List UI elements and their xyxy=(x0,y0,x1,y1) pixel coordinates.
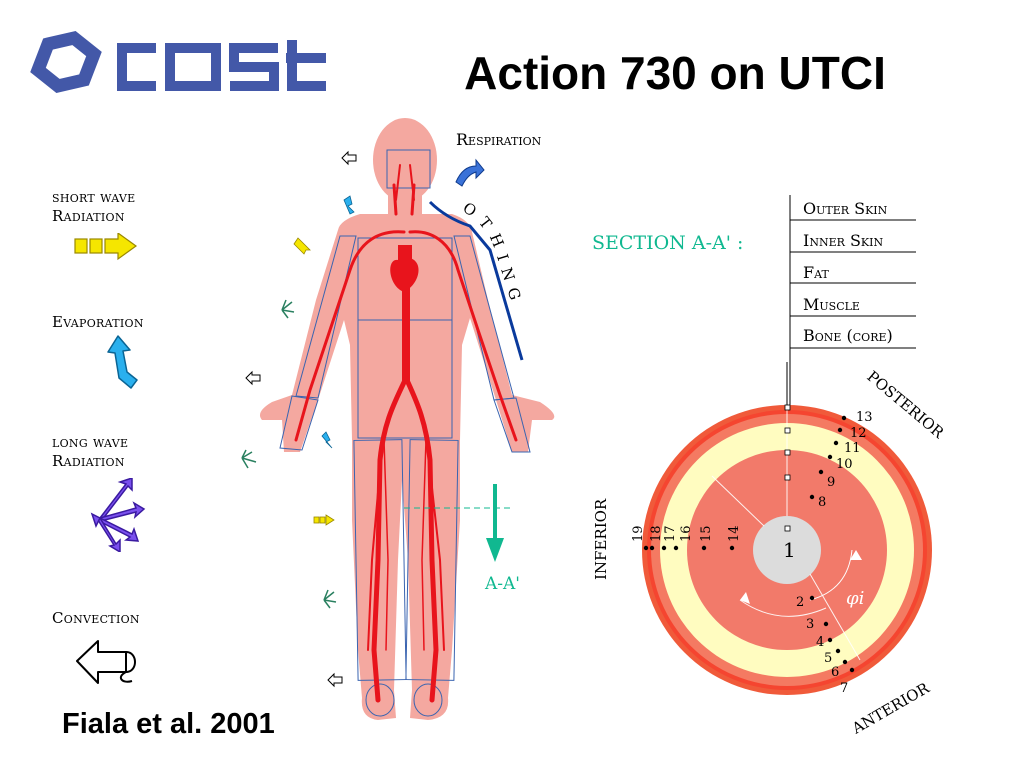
cross-section-diagram: 1 2 3 4 5 6 7 8 9 10 11 12 13 14 15 16 1… xyxy=(592,362,948,738)
layer-muscle: Muscle xyxy=(803,295,860,314)
evaporation-arrow-icon xyxy=(107,335,138,389)
svg-text:18: 18 xyxy=(649,525,664,542)
convection-label: Convection xyxy=(52,609,140,627)
inferior-label: INFERIOR xyxy=(592,498,610,580)
respiration-label: Respiration xyxy=(456,130,542,149)
angle-arrows xyxy=(740,550,862,604)
page-title: Action 730 on UTCI xyxy=(464,47,886,99)
svg-text:12: 12 xyxy=(850,426,867,441)
svg-text:13: 13 xyxy=(856,410,873,425)
cost-logo xyxy=(30,30,326,94)
posterior-label: POSTERIOR xyxy=(863,367,947,442)
citation: Fiala et al. 2001 xyxy=(62,708,275,740)
section-arrow-icon xyxy=(486,484,504,562)
svg-text:9: 9 xyxy=(827,475,835,490)
small-evaporation-icons xyxy=(321,195,355,449)
svg-text:15: 15 xyxy=(699,525,714,542)
sensor-points xyxy=(643,415,855,673)
svg-text:8: 8 xyxy=(818,495,826,510)
svg-text:10: 10 xyxy=(836,457,853,472)
svg-text:11: 11 xyxy=(844,441,861,456)
clothing-outline xyxy=(428,200,524,361)
bone-core xyxy=(753,516,821,584)
layer-inner-skin: Inner Skin xyxy=(803,231,884,250)
human-body-figure xyxy=(241,118,555,720)
layer-markers xyxy=(784,404,791,532)
svg-text:3: 3 xyxy=(806,617,814,632)
svg-text:6: 6 xyxy=(831,665,839,680)
section-title: SECTION A-A' : xyxy=(592,232,744,254)
angle-symbol: φi xyxy=(846,588,864,609)
svg-text:4: 4 xyxy=(816,635,824,650)
convection-arrow-icon xyxy=(76,640,136,684)
svg-text:19: 19 xyxy=(631,525,646,542)
core-number: 1 xyxy=(783,538,796,562)
svg-text:7: 7 xyxy=(840,681,848,696)
layer-table-lines xyxy=(789,195,916,415)
long-wave-arrows-icon xyxy=(90,478,146,552)
respiration-arrow-icon xyxy=(455,158,485,187)
svg-text:2: 2 xyxy=(796,595,804,610)
layer-outer-skin: Outer Skin xyxy=(803,199,888,218)
short-wave-arrow-icon xyxy=(74,233,138,261)
evaporation-label: Evaporation xyxy=(52,313,144,331)
section-marker-label: A-A' xyxy=(485,574,520,594)
logo-wordmark xyxy=(117,40,326,91)
anterior-label: ANTERIOR xyxy=(848,679,933,738)
svg-text:17: 17 xyxy=(663,525,678,542)
svg-text:CLOTHING: CLOTHING xyxy=(455,200,527,310)
body-segment-outlines xyxy=(279,149,531,717)
layer-fat: Fat xyxy=(803,263,829,282)
svg-text:5: 5 xyxy=(824,651,832,666)
clothing-text: CLOTHING xyxy=(455,200,519,310)
clothing-label: CLOTHING xyxy=(455,200,527,310)
heart-icon xyxy=(390,245,419,292)
small-shortwave-icons xyxy=(293,237,335,526)
small-longwave-icons xyxy=(241,299,337,609)
svg-text:14: 14 xyxy=(727,525,742,542)
logo-hexagon-icon xyxy=(30,30,102,94)
small-convection-icons xyxy=(245,150,357,688)
layer-bone: Bone (core) xyxy=(803,326,893,345)
svg-text:16: 16 xyxy=(679,525,694,542)
